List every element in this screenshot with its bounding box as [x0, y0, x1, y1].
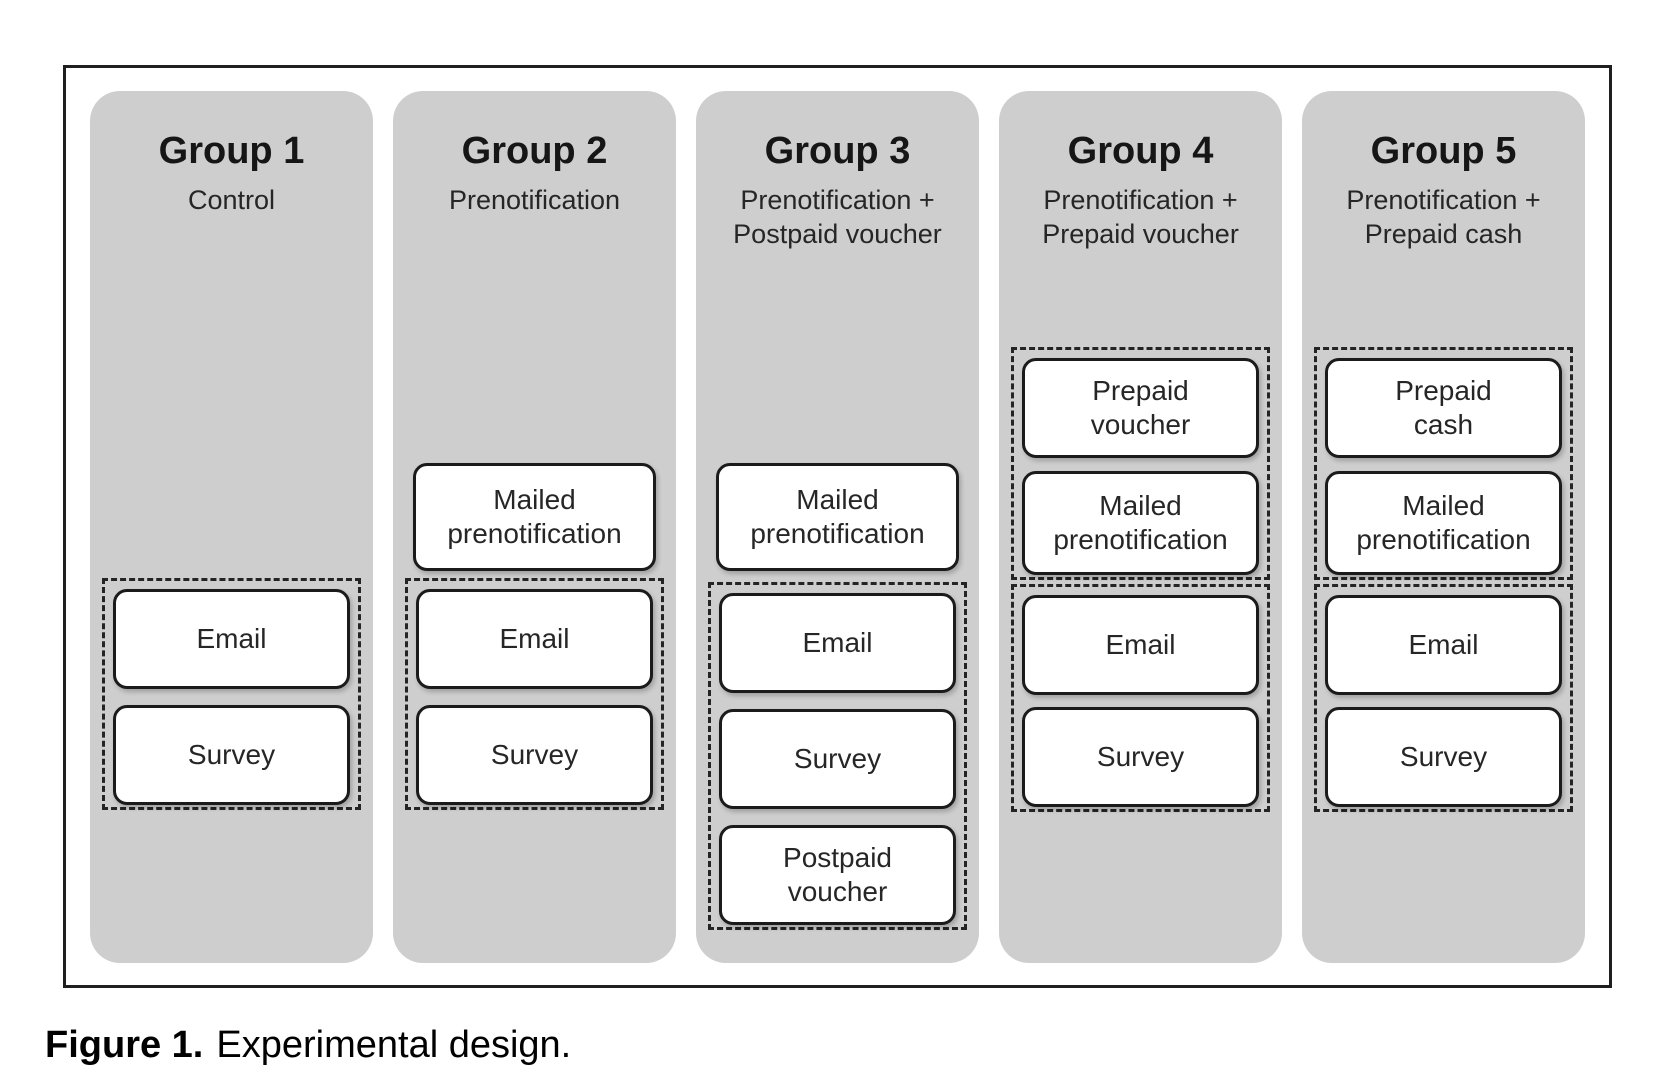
group-3-subtitle: Prenotification + Postpaid voucher — [733, 185, 942, 249]
group-2-subtitle: Prenotification — [448, 185, 621, 215]
group-1-subtitle: Control — [187, 185, 276, 215]
group-2-title: Group 2 — [461, 130, 608, 172]
group-1-email-survey-dashed-container: Email Survey — [102, 578, 361, 810]
group-5-email-box: Email — [1325, 595, 1562, 695]
group-1-survey-box: Survey — [113, 705, 350, 805]
group-3-survey-box: Survey — [719, 709, 956, 809]
group-1-title: Group 1 — [158, 130, 305, 172]
group-3-email-survey-postpaid-dashed-container: Email Survey Postpaid voucher — [708, 582, 967, 930]
group-2-column: Group 2 Prenotification Mailed prenotifi… — [393, 91, 676, 963]
group-1-column: Group 1 Control Email Survey — [90, 91, 373, 963]
group-3-title: Group 3 — [764, 130, 911, 172]
group-4-prepaid-mailed-dashed-container: Prepaid voucher Mailed prenotification — [1011, 347, 1270, 580]
group-2-email-box: Email — [416, 589, 653, 689]
group-4-prepaid-voucher-box: Prepaid voucher — [1022, 358, 1259, 458]
group-5-mailed-prenotification-box: Mailed prenotification — [1325, 471, 1562, 575]
group-4-title: Group 4 — [1067, 130, 1214, 172]
group-5-title: Group 5 — [1370, 130, 1517, 172]
group-2-mailed-prenotification-box: Mailed prenotification — [413, 463, 656, 571]
group-5-column: Group 5 Prenotification + Prepaid cash P… — [1302, 91, 1585, 963]
group-1-email-box: Email — [113, 589, 350, 689]
group-5-prepaid-mailed-dashed-container: Prepaid cash Mailed prenotification — [1314, 347, 1573, 580]
group-4-email-survey-dashed-container: Email Survey — [1011, 584, 1270, 812]
group-4-email-box: Email — [1022, 595, 1259, 695]
group-4-subtitle: Prenotification + Prepaid voucher — [1042, 185, 1239, 249]
group-5-subtitle: Prenotification + Prepaid cash — [1346, 185, 1541, 249]
group-4-mailed-prenotification-box: Mailed prenotification — [1022, 471, 1259, 575]
group-5-prepaid-cash-box: Prepaid cash — [1325, 358, 1562, 458]
group-2-survey-box: Survey — [416, 705, 653, 805]
group-3-email-box: Email — [719, 593, 956, 693]
figure-caption: Figure 1. Experimental design. — [45, 1022, 571, 1068]
group-3-mailed-prenotification-box: Mailed prenotification — [716, 463, 959, 571]
figure-caption-label: Figure 1. — [45, 1024, 204, 1066]
group-4-survey-box: Survey — [1022, 707, 1259, 807]
group-3-column: Group 3 Prenotification + Postpaid vouch… — [696, 91, 979, 963]
group-2-email-survey-dashed-container: Email Survey — [405, 578, 664, 810]
group-3-postpaid-voucher-box: Postpaid voucher — [719, 825, 956, 925]
figure-caption-text: Experimental design. — [216, 1024, 572, 1066]
group-4-column: Group 4 Prenotification + Prepaid vouche… — [999, 91, 1282, 963]
group-5-survey-box: Survey — [1325, 707, 1562, 807]
group-5-email-survey-dashed-container: Email Survey — [1314, 584, 1573, 812]
